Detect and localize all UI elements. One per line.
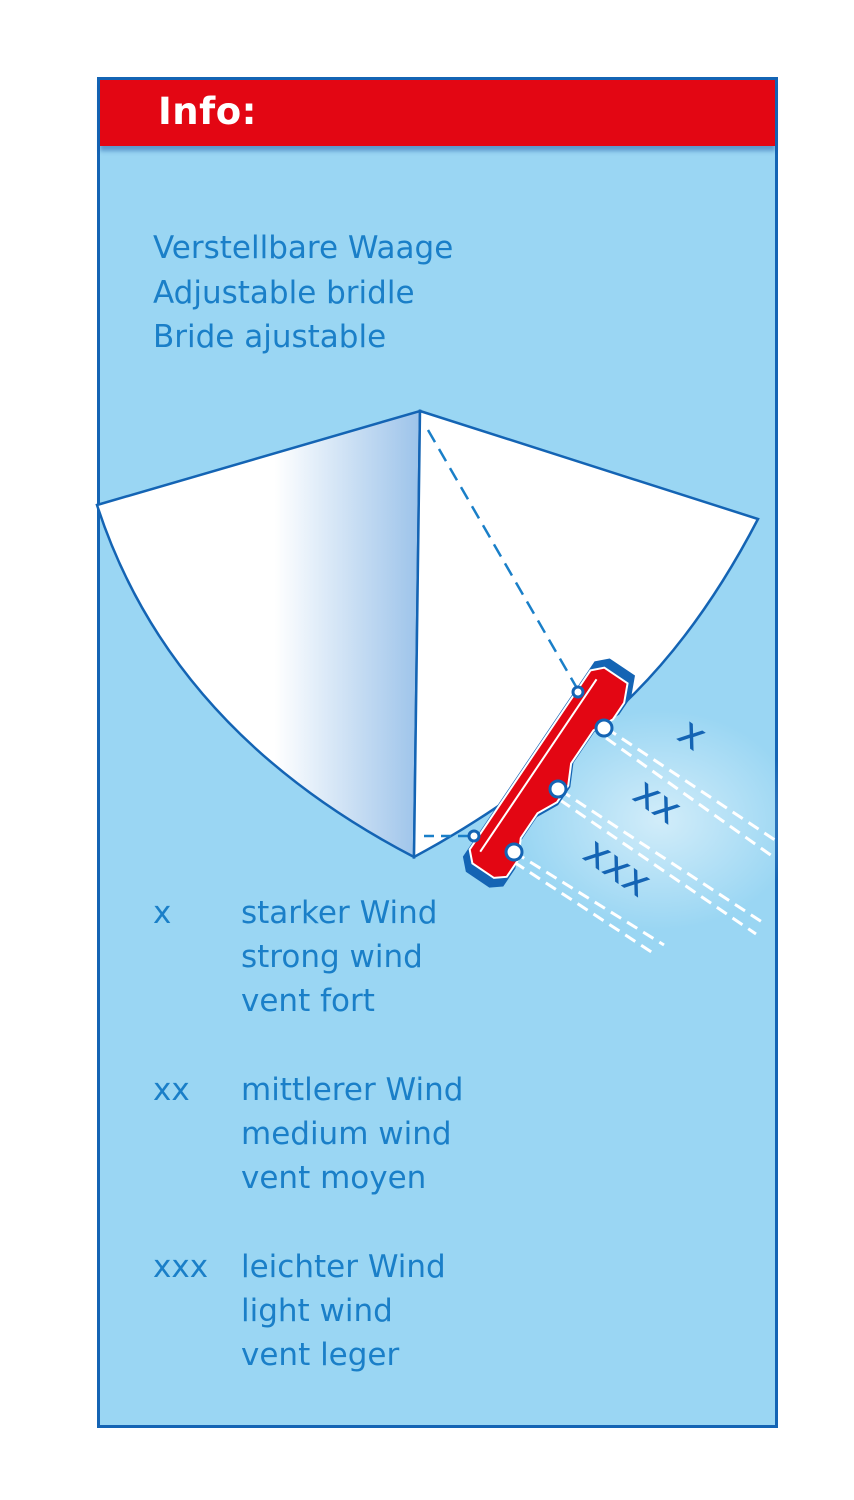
intro-line-german: Verstellbare Waage bbox=[153, 230, 454, 266]
intro-line-french: Bride ajustable bbox=[153, 319, 387, 355]
legend-text: starker Wind strong wind vent fort bbox=[241, 891, 437, 1023]
legend-key: xx bbox=[153, 1072, 190, 1108]
intro-text: Verstellbare Waage Adjustable bridle Bri… bbox=[153, 226, 453, 360]
legend-line-french: vent leger bbox=[241, 1337, 400, 1373]
legend-key: xxx bbox=[153, 1249, 209, 1285]
legend-line-english: strong wind bbox=[241, 939, 423, 975]
legend-line-german: mittlerer Wind bbox=[241, 1072, 464, 1108]
attachment-points bbox=[467, 685, 614, 862]
legend-line-german: starker Wind bbox=[241, 895, 438, 931]
flying-lines bbox=[513, 726, 779, 957]
legend-text: mittlerer Wind medium wind vent moyen bbox=[241, 1068, 463, 1200]
kite-left-sail bbox=[95, 409, 422, 860]
legend-line-french: vent moyen bbox=[241, 1160, 427, 1196]
legend-line-french: vent fort bbox=[241, 983, 375, 1019]
legend-key: x bbox=[153, 895, 172, 931]
legend-line-german: leichter Wind bbox=[241, 1249, 446, 1285]
info-title: Info: bbox=[158, 90, 257, 133]
bridle-adjuster bbox=[462, 658, 635, 888]
legend-line-english: medium wind bbox=[241, 1116, 452, 1152]
info-header-bar: Info: bbox=[100, 80, 775, 146]
intro-line-english: Adjustable bridle bbox=[153, 274, 415, 311]
legend-text: leichter Wind light wind vent leger bbox=[241, 1245, 446, 1377]
bridle-line-upper bbox=[426, 429, 580, 691]
legend-line-english: light wind bbox=[241, 1293, 393, 1329]
